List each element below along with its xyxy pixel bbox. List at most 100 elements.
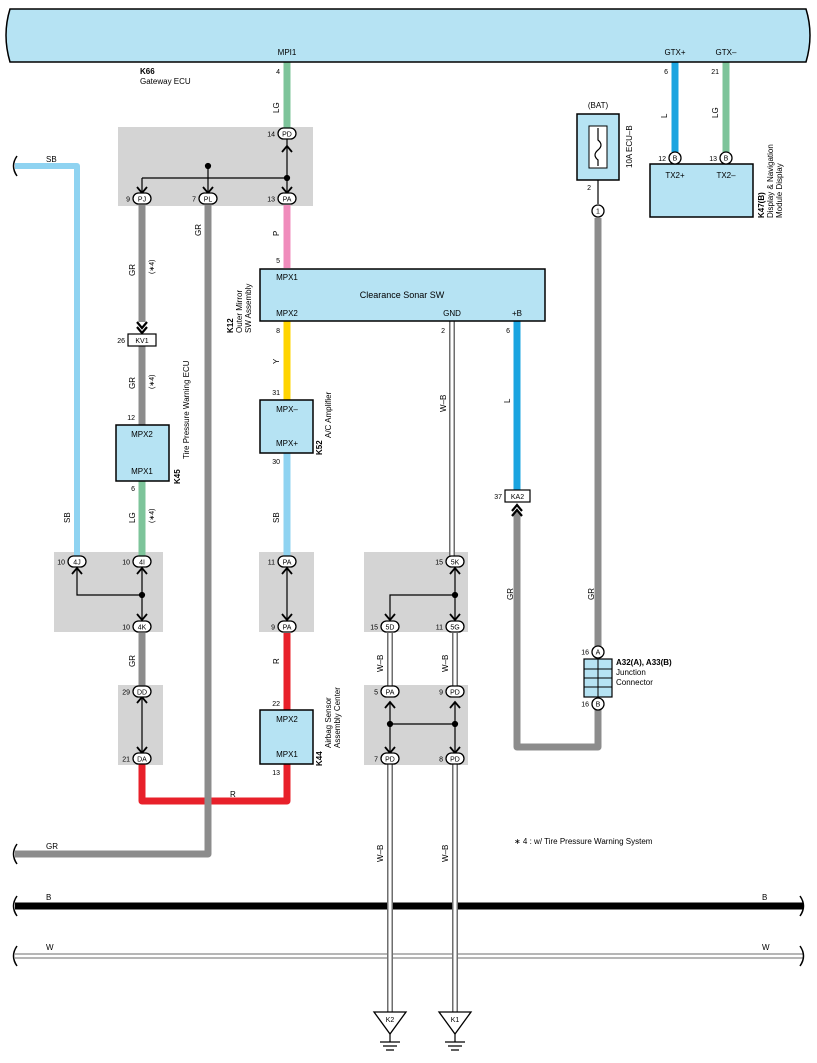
sonar-pin-mpx2: MPX2 [276, 309, 298, 318]
svg-text:12: 12 [658, 156, 666, 163]
tpw-code: K45 [173, 469, 182, 484]
conn-jc-b: B [591, 697, 605, 711]
footnote: ∗ 4 : w/ Tire Pressure Warning System [514, 837, 653, 846]
svg-text:8: 8 [276, 328, 280, 335]
airbag-name-1: Airbag Sensor [324, 697, 333, 748]
svg-text:R: R [230, 790, 236, 799]
airbag-pin-mpx2: MPX2 [276, 715, 298, 724]
svg-text:37: 37 [494, 494, 502, 501]
svg-text:22: 22 [272, 701, 280, 708]
conn-pj: PJ [132, 192, 152, 205]
wire-gr-ka2 [513, 512, 602, 751]
svg-text:6: 6 [131, 486, 135, 493]
svg-text:KV1: KV1 [135, 338, 148, 345]
wire-labels: LG L LG SB GR P GR (∗4) Y GR (∗4) W–B L … [46, 102, 770, 952]
conn-fuse-1: 1 [591, 204, 605, 218]
svg-text:26: 26 [117, 338, 125, 345]
ac-name: A/C Amplifier [324, 391, 333, 438]
svg-text:21: 21 [711, 69, 719, 76]
sonar-code: K12 [226, 318, 235, 333]
svg-text:6: 6 [664, 69, 668, 76]
svg-text:4: 4 [276, 69, 280, 76]
conn-pd-9: PD [445, 685, 465, 698]
svg-text:SB: SB [272, 512, 281, 523]
svg-text:7: 7 [374, 757, 378, 764]
svg-text:5: 5 [374, 690, 378, 697]
connector-pills: PD PJ PL PA 4J 4I 4K DD DA PA PA 5K 5D 5… [67, 127, 733, 765]
svg-text:W–B: W–B [376, 845, 385, 862]
svg-text:B: B [673, 156, 678, 163]
svg-text:W–B: W–B [441, 655, 450, 672]
pin-numbers: 4 6 21 14 9 7 13 12 13 2 5 8 2 6 26 31 1… [57, 69, 719, 777]
svg-text:GR: GR [128, 264, 137, 276]
jc-name-1: Junction [616, 668, 646, 677]
svg-text:11: 11 [436, 625, 443, 632]
ac-pin-mpxm: MPX– [276, 405, 298, 414]
svg-text:12: 12 [127, 415, 135, 422]
svg-text:2: 2 [441, 328, 445, 335]
svg-text:PA: PA [386, 690, 395, 697]
svg-text:PD: PD [450, 690, 460, 697]
conn-pl: PL [198, 192, 218, 205]
display-code: K47(B) [757, 192, 766, 218]
display-pin-tx2m: TX2– [716, 171, 736, 180]
svg-text:LG: LG [128, 512, 137, 523]
svg-text:PA: PA [283, 560, 292, 567]
svg-text:10: 10 [122, 560, 130, 567]
tpw-pin-mpx2: MPX2 [131, 430, 153, 439]
svg-text:4J: 4J [73, 560, 80, 567]
svg-text:10: 10 [122, 625, 130, 632]
splice-lines [76, 139, 459, 753]
tpw-pin-mpx1: MPX1 [131, 467, 153, 476]
junction-connector: A32(A), A33(B) Junction Connector [583, 658, 672, 698]
conn-disp-b-13: B [719, 151, 733, 165]
ground-k2-label: K2 [386, 1017, 395, 1024]
conn-dd: DD [132, 685, 152, 698]
svg-text:R: R [272, 658, 281, 664]
svg-text:GR: GR [128, 377, 137, 389]
svg-text:PD: PD [450, 757, 460, 764]
conn-disp-b-12: B [668, 151, 682, 165]
jc-code: A32(A), A33(B) [616, 658, 672, 667]
svg-text:9: 9 [271, 625, 275, 632]
svg-text:29: 29 [122, 690, 130, 697]
svg-text:16: 16 [581, 702, 589, 709]
svg-text:W: W [46, 943, 54, 952]
svg-text:2: 2 [587, 185, 591, 192]
svg-text:PL: PL [204, 197, 213, 204]
svg-text:LG: LG [711, 107, 720, 118]
tpw-box [115, 424, 170, 482]
sonar-pin-b: +B [512, 309, 522, 318]
display-pin-tx2p: TX2+ [665, 171, 685, 180]
conn-5k: 5K [445, 555, 465, 568]
conn-5d: 5D [380, 620, 400, 633]
svg-text:5: 5 [276, 258, 280, 265]
svg-text:(∗4): (∗4) [149, 509, 156, 523]
svg-text:DA: DA [137, 757, 147, 764]
gateway-ecu-box [5, 8, 811, 63]
svg-text:PD: PD [282, 132, 292, 139]
gateway-pin-gtxp: GTX+ [664, 48, 685, 57]
svg-text:LG: LG [272, 102, 281, 113]
fuse-source: (BAT) [588, 101, 609, 110]
sonar-box [259, 268, 546, 322]
junction-block-p [364, 685, 468, 765]
sonar-pin-mpx1: MPX1 [276, 273, 298, 282]
svg-text:7: 7 [192, 197, 196, 204]
conn-pd-7: PD [380, 752, 400, 765]
display-box [649, 163, 754, 218]
sonar-name-1: Outer Mirror [235, 290, 244, 333]
svg-text:1: 1 [596, 209, 600, 216]
conn-da: DA [132, 752, 152, 765]
conn-pa-5: PA [380, 685, 400, 698]
jc-name-2: Connector [616, 678, 653, 687]
svg-text:B: B [724, 156, 729, 163]
svg-text:PD: PD [385, 757, 395, 764]
svg-text:5K: 5K [451, 560, 460, 567]
conn-4j: 4J [67, 555, 87, 568]
wire-end-brackets [12, 155, 805, 967]
wire-gr-pl [15, 205, 212, 858]
airbag-pin-mpx1: MPX1 [276, 750, 298, 759]
arrow-heads [71, 144, 604, 755]
